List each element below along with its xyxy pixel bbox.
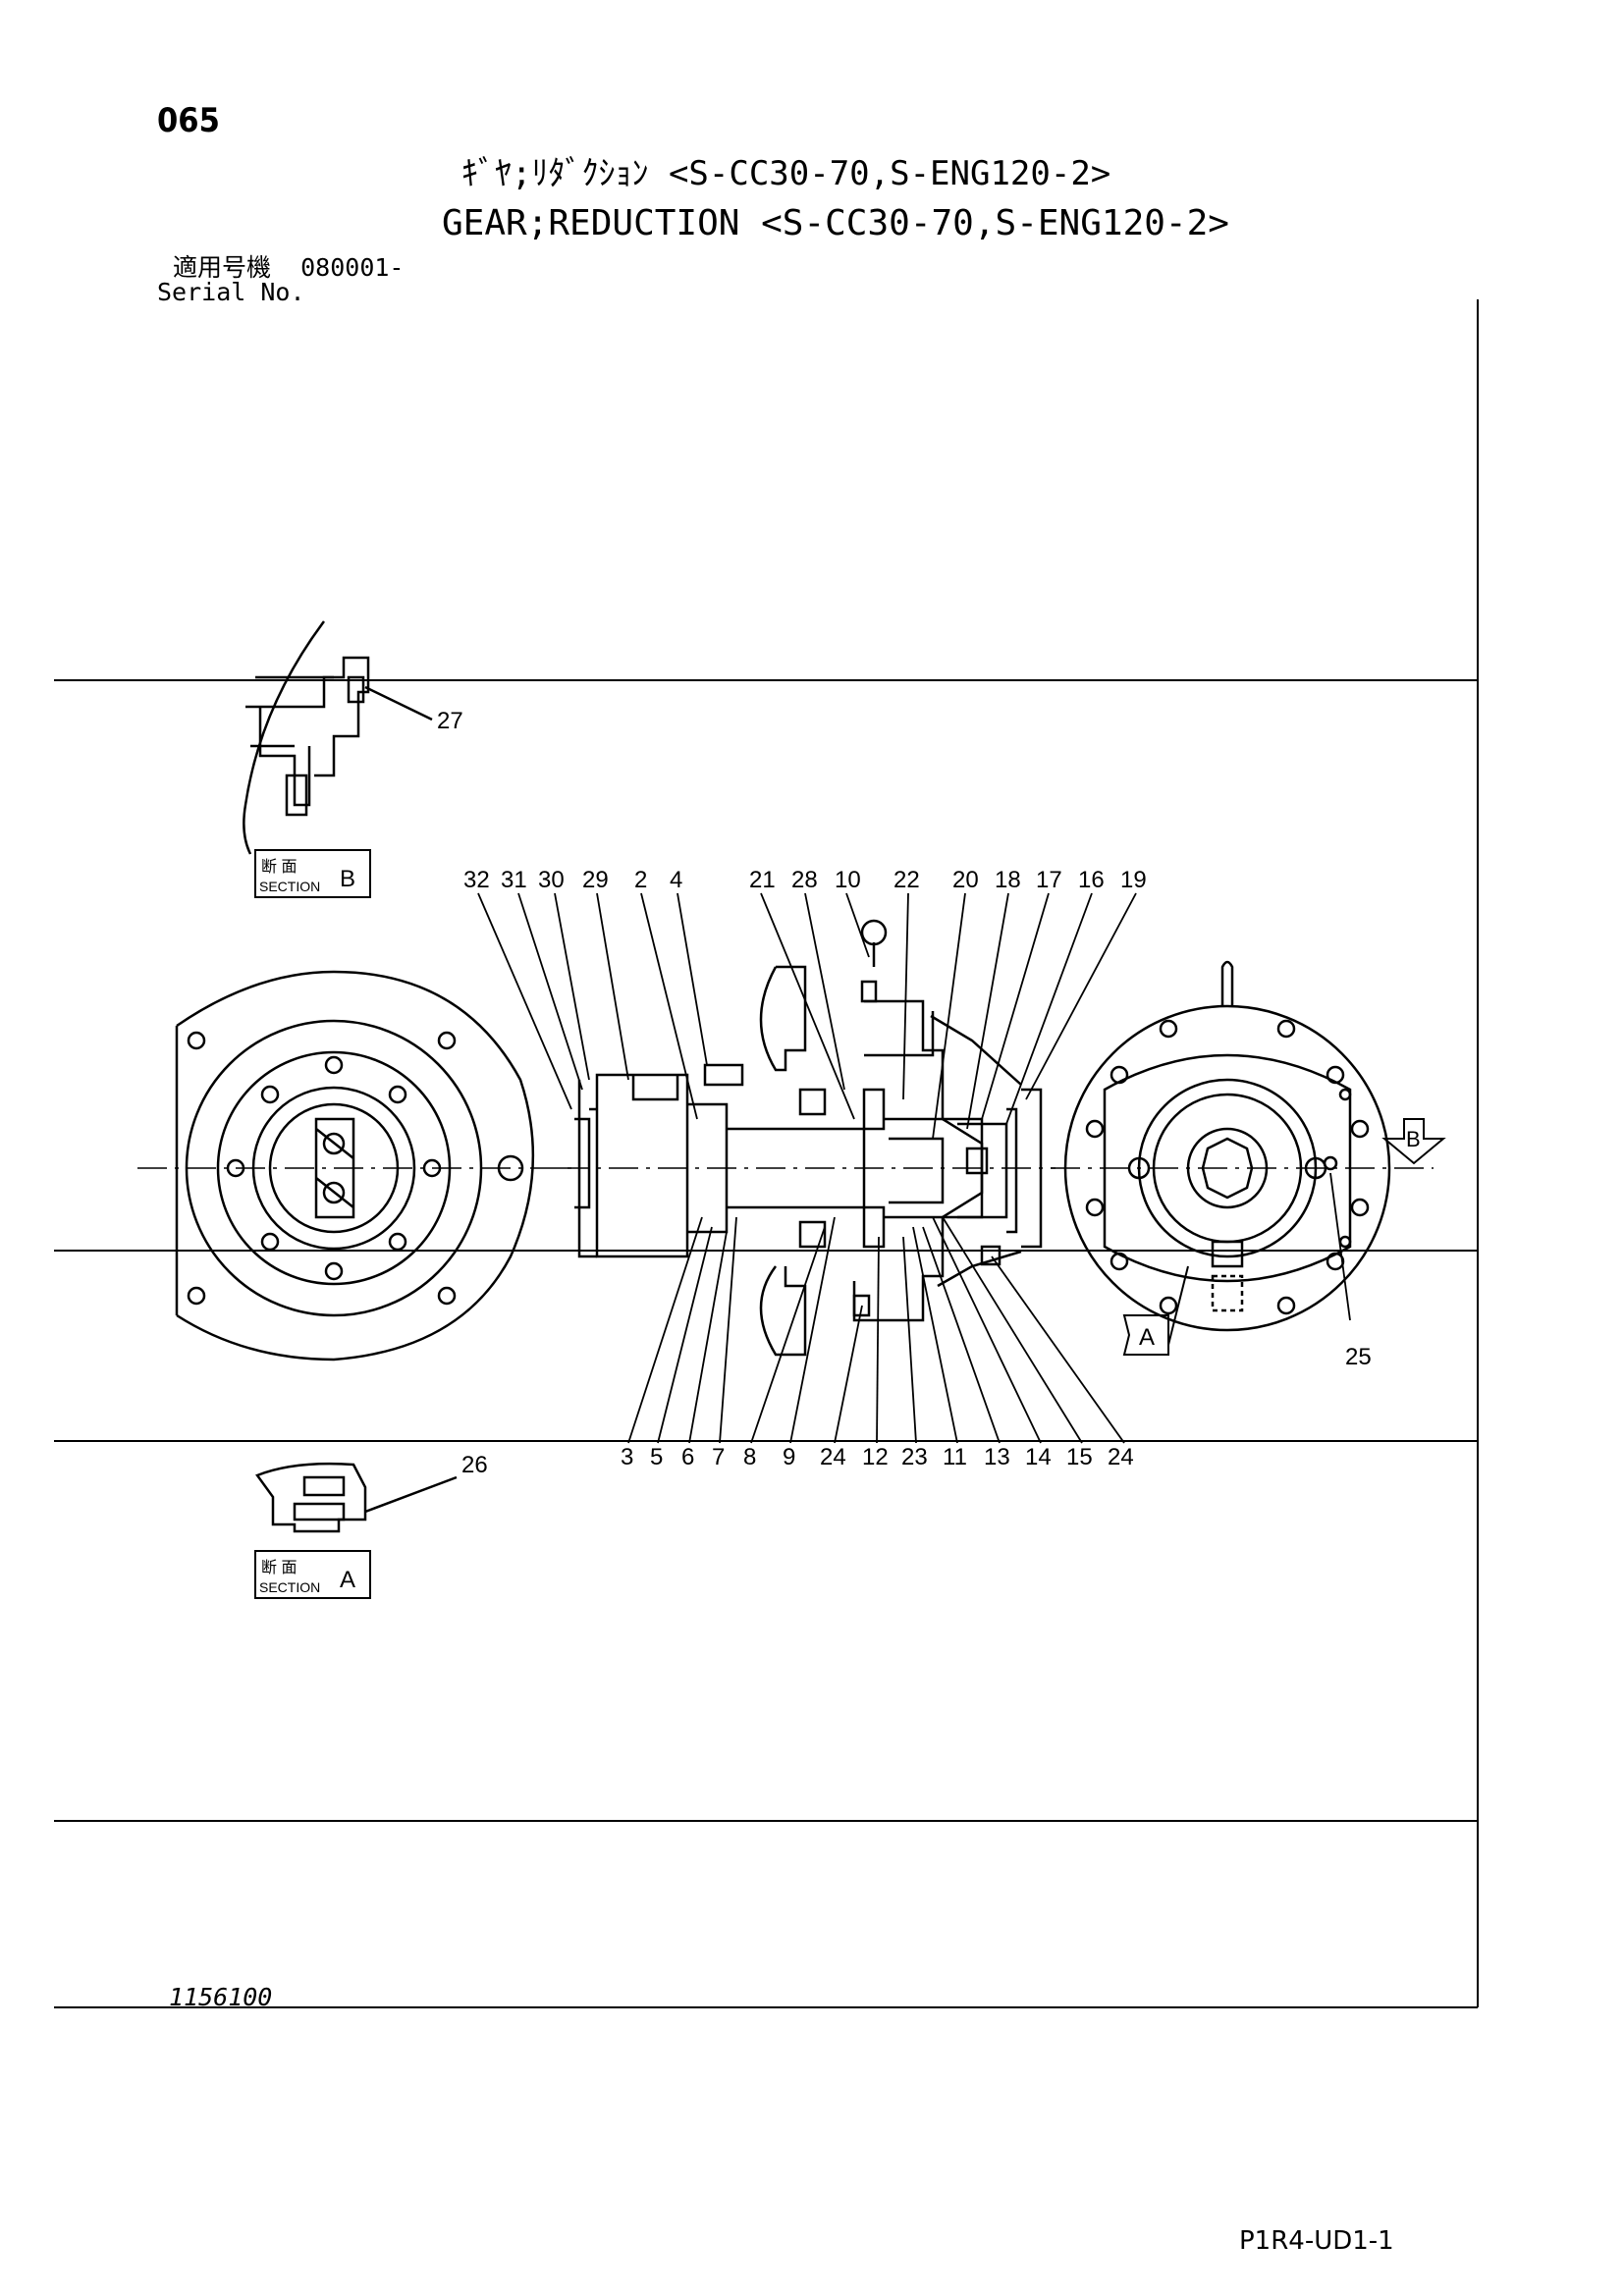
callouts-top-row: 32 31 30 29 2 4 21 28 10 22 20 18 17 16 …: [463, 867, 1147, 893]
callout-4: 4: [670, 867, 682, 893]
section-b-jp: 断 面: [261, 858, 297, 876]
callout-30: 30: [538, 867, 565, 893]
callout-7: 7: [712, 1444, 725, 1470]
callout-17: 17: [1036, 867, 1062, 893]
callout-9: 9: [783, 1444, 795, 1470]
callout-13: 13: [984, 1444, 1010, 1470]
callout-31: 31: [501, 867, 527, 893]
callout-18: 18: [995, 867, 1021, 893]
view-marker-b: B: [1381, 1118, 1446, 1165]
frame-lines: [54, 299, 1479, 2008]
serial-label-jp-text: 適用号機: [173, 253, 272, 282]
leader-25: [1329, 1172, 1351, 1321]
callout-16: 16: [1078, 867, 1105, 893]
callout-24b: 24: [1108, 1444, 1134, 1470]
drawing-number: 1156100: [169, 1983, 273, 2011]
serial-value: 080001-: [300, 253, 405, 282]
page-code: P1R4-UD1-1: [1239, 2226, 1394, 2256]
callout-10: 10: [835, 867, 861, 893]
callout-26: 26: [461, 1452, 488, 1478]
section-b-detail: [243, 620, 433, 855]
callout-28: 28: [791, 867, 818, 893]
page-number: 065: [157, 101, 220, 140]
leader-lines-bottom: [627, 1216, 1125, 1444]
callout-23: 23: [901, 1444, 928, 1470]
title-japanese: ｷﾞﾔ;ﾘﾀﾞｸｼｮﾝ <S-CC30-70,S-ENG120-2>: [461, 154, 1111, 193]
title-english: GEAR;REDUCTION <S-CC30-70,S-ENG120-2>: [442, 203, 1229, 243]
view-marker-b-letter: B: [1406, 1127, 1421, 1151]
section-b-letter: B: [340, 866, 355, 892]
section-b-label: 断 面 SECTION B: [254, 849, 371, 898]
callout-15: 15: [1066, 1444, 1093, 1470]
callout-2: 2: [634, 867, 647, 893]
serial-label-english: Serial No.: [157, 278, 305, 306]
callout-8: 8: [743, 1444, 756, 1470]
callout-14: 14: [1025, 1444, 1052, 1470]
section-a-jp: 断 面: [261, 1559, 297, 1576]
callout-21: 21: [749, 867, 776, 893]
callout-27: 27: [437, 708, 463, 734]
callout-32: 32: [463, 867, 490, 893]
section-a-letter: A: [340, 1567, 355, 1593]
callout-22: 22: [893, 867, 920, 893]
section-a-en: SECTION: [259, 1579, 320, 1595]
leader-lines-top: [477, 892, 1137, 1140]
callout-20: 20: [952, 867, 979, 893]
callout-5: 5: [650, 1444, 663, 1470]
left-flange-view: [175, 970, 535, 1362]
callout-11: 11: [943, 1444, 967, 1470]
callouts-bottom-row: 3 5 6 7 8 9 24 12 23 11 13 14 15 24: [621, 1444, 1134, 1470]
callout-25: 25: [1345, 1344, 1372, 1370]
central-section-view: [574, 919, 1043, 1357]
view-marker-a-letter: A: [1139, 1324, 1155, 1351]
callout-6: 6: [681, 1444, 694, 1470]
callout-3: 3: [621, 1444, 633, 1470]
section-a-label: 断 面 SECTION A: [254, 1550, 371, 1599]
view-marker-a: A: [1122, 1265, 1189, 1356]
callout-12: 12: [862, 1444, 889, 1470]
callout-24a: 24: [820, 1444, 846, 1470]
section-a-detail: [255, 1462, 458, 1533]
right-end-view: [1063, 960, 1391, 1332]
callout-29: 29: [582, 867, 609, 893]
section-b-en: SECTION: [259, 879, 320, 894]
callout-19: 19: [1120, 867, 1147, 893]
serial-label-japanese: 適用号機 080001-: [173, 255, 404, 280]
